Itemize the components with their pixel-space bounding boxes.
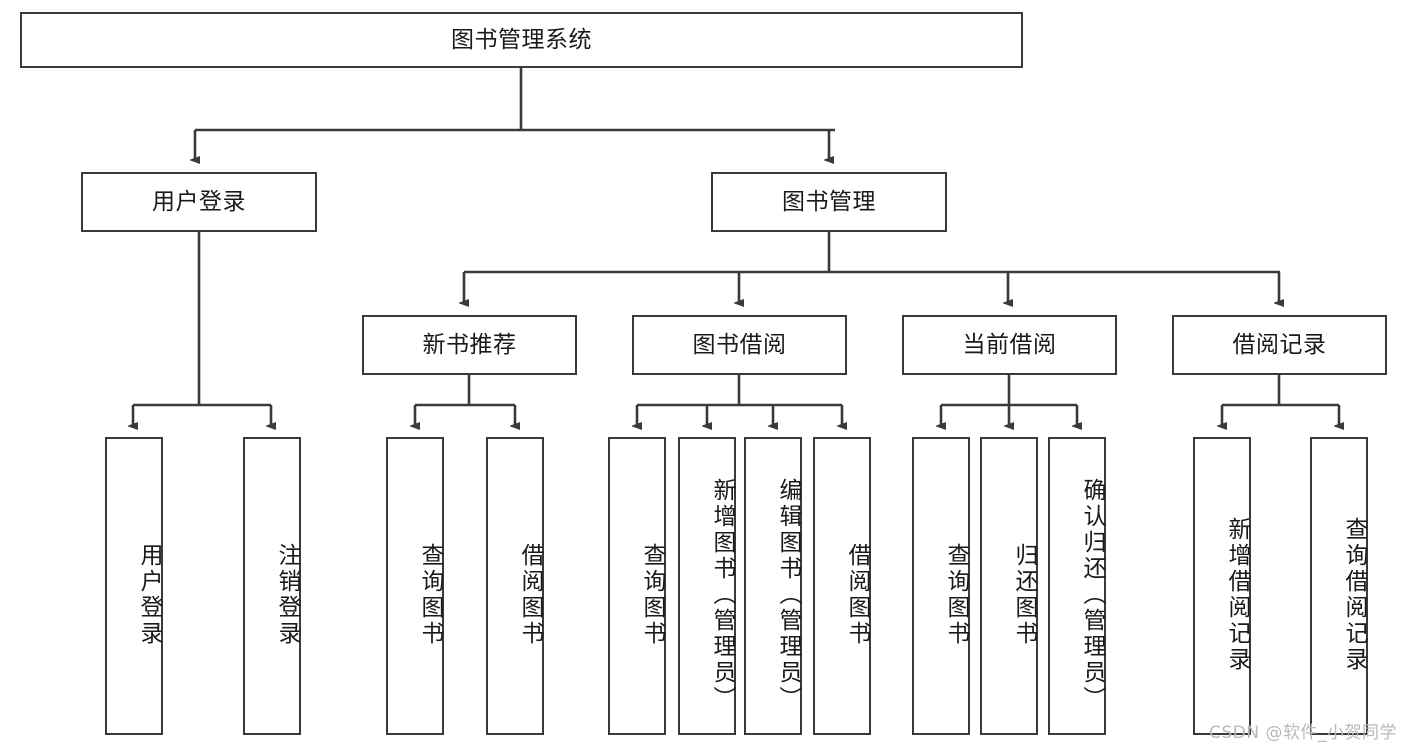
node-label: 归还图书 xyxy=(1011,543,1037,647)
leaf-borrow-query-book[interactable]: 查询图书 xyxy=(608,437,666,735)
leaf-borrow-borrow-book[interactable]: 借阅图书 xyxy=(813,437,871,735)
leaf-user-login[interactable]: 用户登录 xyxy=(105,437,163,735)
leaf-newbook-query-book[interactable]: 查询图书 xyxy=(386,437,444,735)
node-borrow-records[interactable]: 借阅记录 xyxy=(1172,315,1387,375)
node-label: 借阅记录 xyxy=(1232,331,1327,358)
leaf-records-add-record[interactable]: 新增借阅记录 xyxy=(1193,437,1251,735)
leaf-records-query-record[interactable]: 查询借阅记录 xyxy=(1310,437,1368,735)
node-current-borrow[interactable]: 当前借阅 xyxy=(902,315,1117,375)
node-label: 图书管理 xyxy=(782,188,876,215)
node-label: 查询借阅记录 xyxy=(1341,517,1367,673)
node-book-borrow[interactable]: 图书借阅 xyxy=(632,315,847,375)
leaf-current-confirm-return-admin[interactable]: 确认归还（管理员） xyxy=(1048,437,1106,735)
node-label: 图书管理系统 xyxy=(451,26,592,53)
node-label: 确认归还（管理员） xyxy=(1079,478,1105,712)
node-label: 当前借阅 xyxy=(962,331,1057,358)
node-user-login[interactable]: 用户登录 xyxy=(81,172,317,232)
node-book-management[interactable]: 图书管理 xyxy=(711,172,947,232)
node-label: 查询图书 xyxy=(943,543,969,647)
node-root-system[interactable]: 图书管理系统 xyxy=(20,12,1023,68)
node-label: 用户登录 xyxy=(136,543,162,647)
node-label: 新增借阅记录 xyxy=(1224,517,1250,673)
node-label: 用户登录 xyxy=(152,188,246,215)
node-label: 编辑图书（管理员） xyxy=(775,478,801,712)
leaf-borrow-edit-book-admin[interactable]: 编辑图书（管理员） xyxy=(744,437,802,735)
node-new-book-recommend[interactable]: 新书推荐 xyxy=(362,315,577,375)
watermark-text: CSDN @软件_小贺同学 xyxy=(1209,723,1397,743)
node-label: 查询图书 xyxy=(417,543,443,647)
node-label: 查询图书 xyxy=(639,543,665,647)
leaf-borrow-add-book-admin[interactable]: 新增图书（管理员） xyxy=(678,437,736,735)
node-label: 新增图书（管理员） xyxy=(709,478,735,712)
node-label: 借阅图书 xyxy=(517,543,543,647)
leaf-newbook-borrow-book[interactable]: 借阅图书 xyxy=(486,437,544,735)
leaf-logout[interactable]: 注销登录 xyxy=(243,437,301,735)
leaf-current-return-book[interactable]: 归还图书 xyxy=(980,437,1038,735)
node-label: 注销登录 xyxy=(274,543,300,647)
node-label: 借阅图书 xyxy=(844,543,870,647)
node-label: 图书借阅 xyxy=(692,331,787,358)
node-label: 新书推荐 xyxy=(422,331,517,358)
leaf-current-query-book[interactable]: 查询图书 xyxy=(912,437,970,735)
